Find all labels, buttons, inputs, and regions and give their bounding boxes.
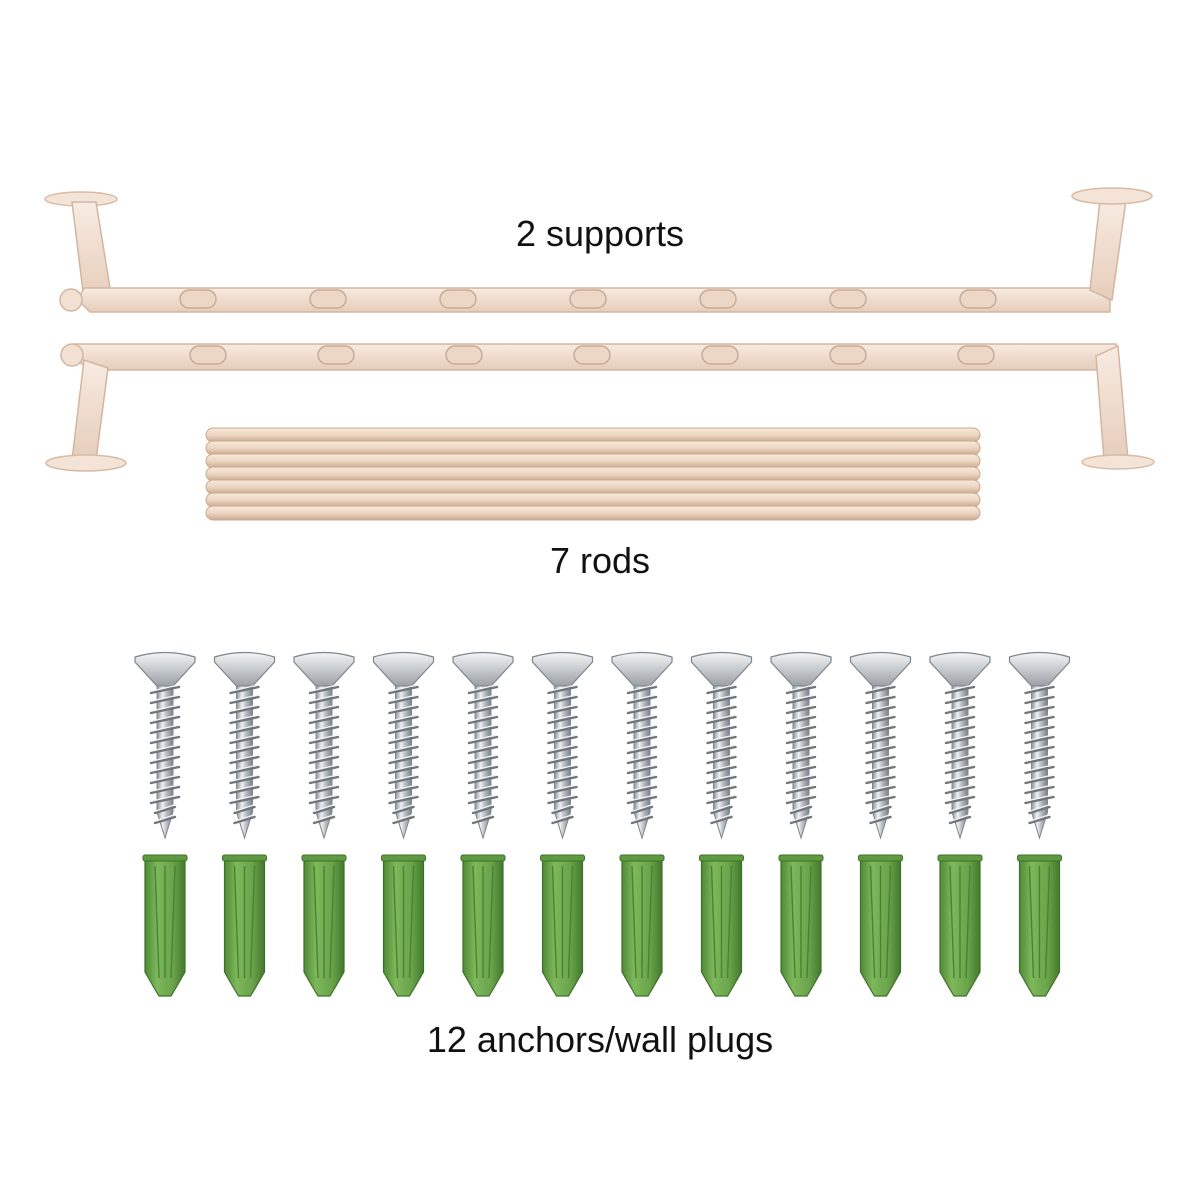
rod xyxy=(205,466,981,482)
wall-plug xyxy=(381,854,426,997)
screw xyxy=(452,651,514,840)
screw xyxy=(611,651,673,840)
rods-caption: 7 rods xyxy=(549,540,651,581)
anchors-caption: 12 anchors/wall plugs xyxy=(426,1019,774,1060)
screw xyxy=(770,651,832,840)
screw xyxy=(372,651,435,840)
screw xyxy=(531,651,594,840)
wall-plug xyxy=(460,854,506,997)
wall-plug xyxy=(142,854,188,997)
wall-plug xyxy=(937,854,983,997)
rod xyxy=(205,427,981,443)
rod xyxy=(205,453,981,469)
screw xyxy=(849,651,912,840)
hardware-group xyxy=(134,651,1071,997)
support-bottom-left-leg xyxy=(71,358,109,461)
wall-plug xyxy=(301,854,347,997)
support-bottom-notches xyxy=(189,345,995,365)
wall-plug xyxy=(222,854,267,997)
support-bottom-left-flange xyxy=(45,454,127,472)
support-bottom-knob xyxy=(60,343,84,367)
wall-plug xyxy=(699,854,744,997)
wall-plug xyxy=(858,854,903,997)
wall-plug xyxy=(619,854,665,997)
screw xyxy=(213,651,276,840)
rod xyxy=(205,505,981,521)
wall-plug xyxy=(778,854,824,997)
supports-caption: 2 supports xyxy=(515,213,685,254)
screw xyxy=(293,651,355,840)
support-bottom-right-leg xyxy=(1095,344,1129,461)
rods xyxy=(205,427,981,521)
support-top-right-flange xyxy=(1071,187,1153,205)
wall-plug xyxy=(1017,854,1062,997)
screw xyxy=(1008,651,1071,840)
support-top-knob xyxy=(59,288,83,312)
support-bottom-right-flange xyxy=(1081,454,1155,470)
rod xyxy=(205,492,981,508)
rod xyxy=(205,440,981,456)
screw xyxy=(134,651,196,840)
screw xyxy=(929,651,991,840)
wall-plug xyxy=(540,854,585,997)
support-top xyxy=(44,187,1153,313)
support-top-notches xyxy=(179,289,997,309)
screw xyxy=(690,651,753,840)
support-bottom xyxy=(45,343,1155,472)
rod xyxy=(205,479,981,495)
